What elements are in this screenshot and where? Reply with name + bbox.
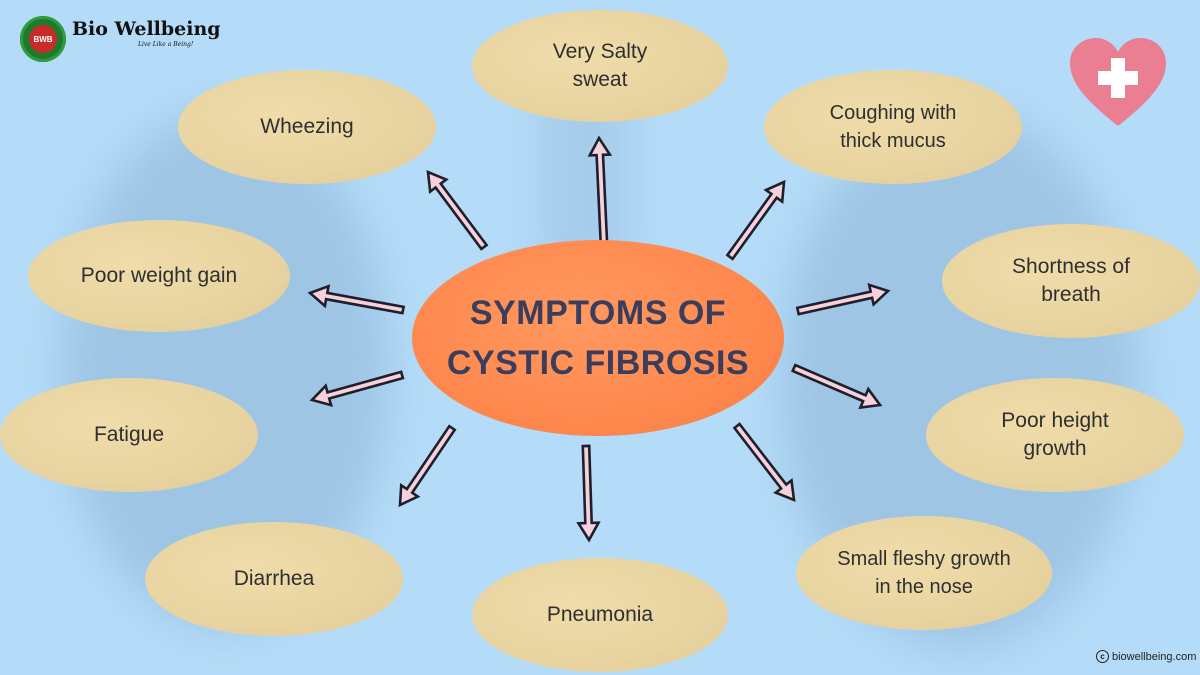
arrow-to-nasal-growth (732, 422, 796, 503)
symptom-node-wheezing: Wheezing (178, 70, 436, 184)
arrow-to-poor-height (790, 363, 883, 410)
symptom-node-poor-weight-gain: Poor weight gain (28, 220, 290, 332)
arrow-to-coughing (725, 179, 786, 261)
symptom-node-nasal-growth: Small fleshy growth in the nose (796, 516, 1052, 630)
symptom-node-fatigue: Fatigue (0, 378, 258, 492)
symptom-node-pneumonia: Pneumonia (472, 558, 728, 672)
symptom-node-coughing: Coughing with thick mucus (764, 70, 1022, 184)
brand-logo: BWB Bio Wellbeing Live Like a Being! (20, 16, 221, 66)
symptom-node-shortness-of-breath: Shortness of breath (942, 224, 1200, 338)
arrow-to-salty-sweat (587, 135, 613, 247)
symptom-node-salty-sweat: Very Salty sweat (472, 10, 728, 122)
arrow-to-shortness-breath (795, 282, 891, 316)
heart-medical-icon (1070, 38, 1166, 126)
arrow-to-fatigue (309, 370, 405, 407)
arrow-to-pneumonia (576, 444, 601, 543)
arrow-to-wheezing (426, 169, 489, 251)
brand-name: Bio Wellbeing (72, 18, 221, 40)
central-title: SYMPTOMS OF CYSTIC FIBROSIS (412, 240, 784, 436)
symptom-node-diarrhea: Diarrhea (145, 522, 403, 636)
logo-badge-icon: BWB (20, 16, 66, 62)
copyright-text: biowellbeing.com (1112, 650, 1197, 663)
logo-badge-text: BWB (29, 25, 57, 53)
symptom-node-poor-height-growth: Poor height growth (926, 378, 1184, 492)
arrow-to-diarrhea (398, 424, 457, 508)
copyright-notice: c biowellbeing.com (1096, 650, 1196, 663)
arrow-to-poor-weight-gain (307, 284, 406, 315)
brand-tagline: Live Like a Being! (138, 41, 194, 48)
copyright-icon: c (1096, 650, 1109, 663)
